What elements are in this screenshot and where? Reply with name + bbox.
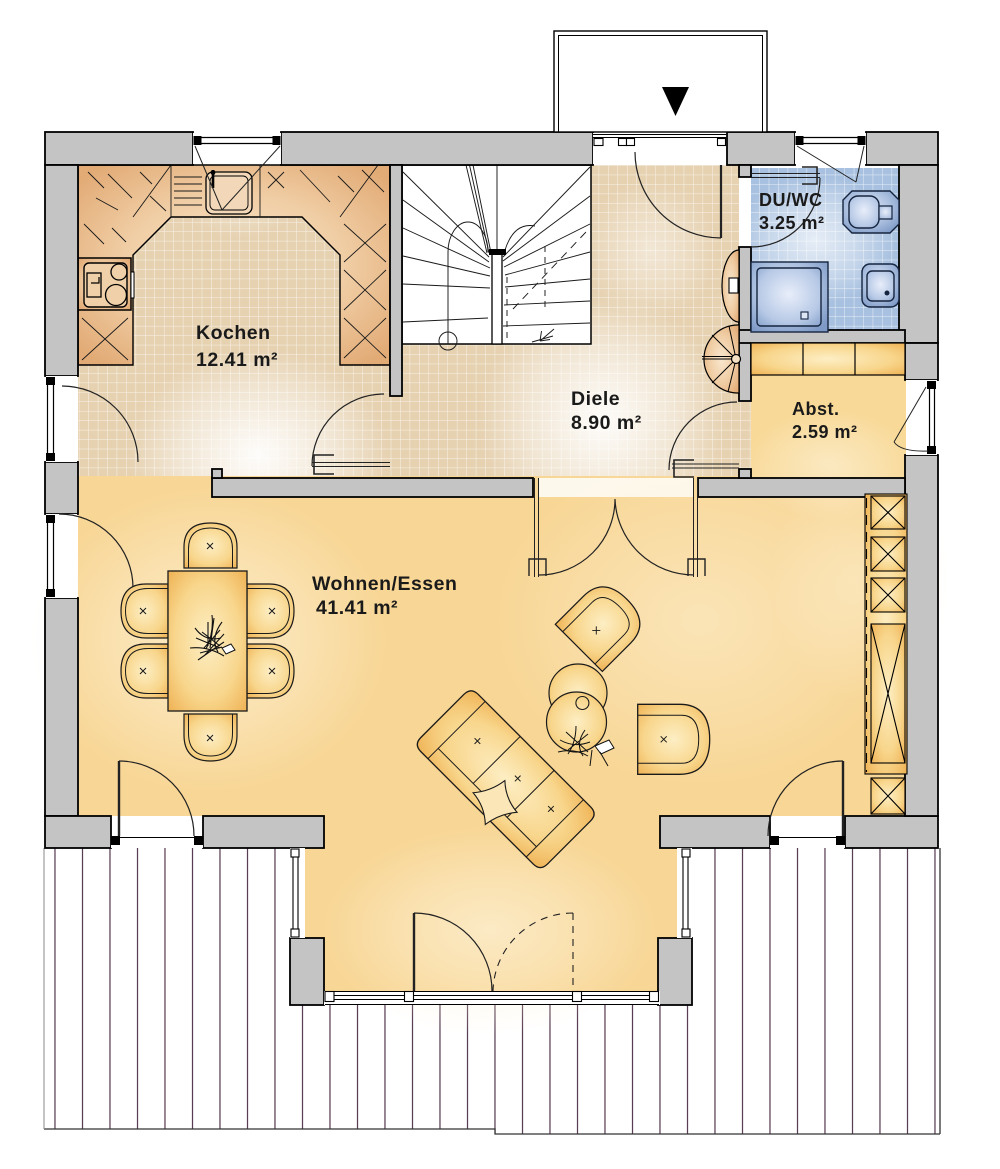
svg-text:2.59 m²: 2.59 m² — [792, 422, 858, 442]
svg-text:8.90 m²: 8.90 m² — [571, 412, 642, 434]
svg-text:Kochen: Kochen — [196, 322, 271, 344]
svg-text:DU/WC: DU/WC — [759, 190, 823, 210]
svg-text:41.41 m²: 41.41 m² — [316, 597, 398, 619]
svg-text:Wohnen/Essen: Wohnen/Essen — [312, 573, 457, 595]
svg-text:Diele: Diele — [571, 388, 620, 410]
svg-text:12.41 m²: 12.41 m² — [196, 349, 278, 371]
svg-text:3.25 m²: 3.25 m² — [759, 213, 825, 233]
svg-text:Abst.: Abst. — [792, 399, 840, 419]
